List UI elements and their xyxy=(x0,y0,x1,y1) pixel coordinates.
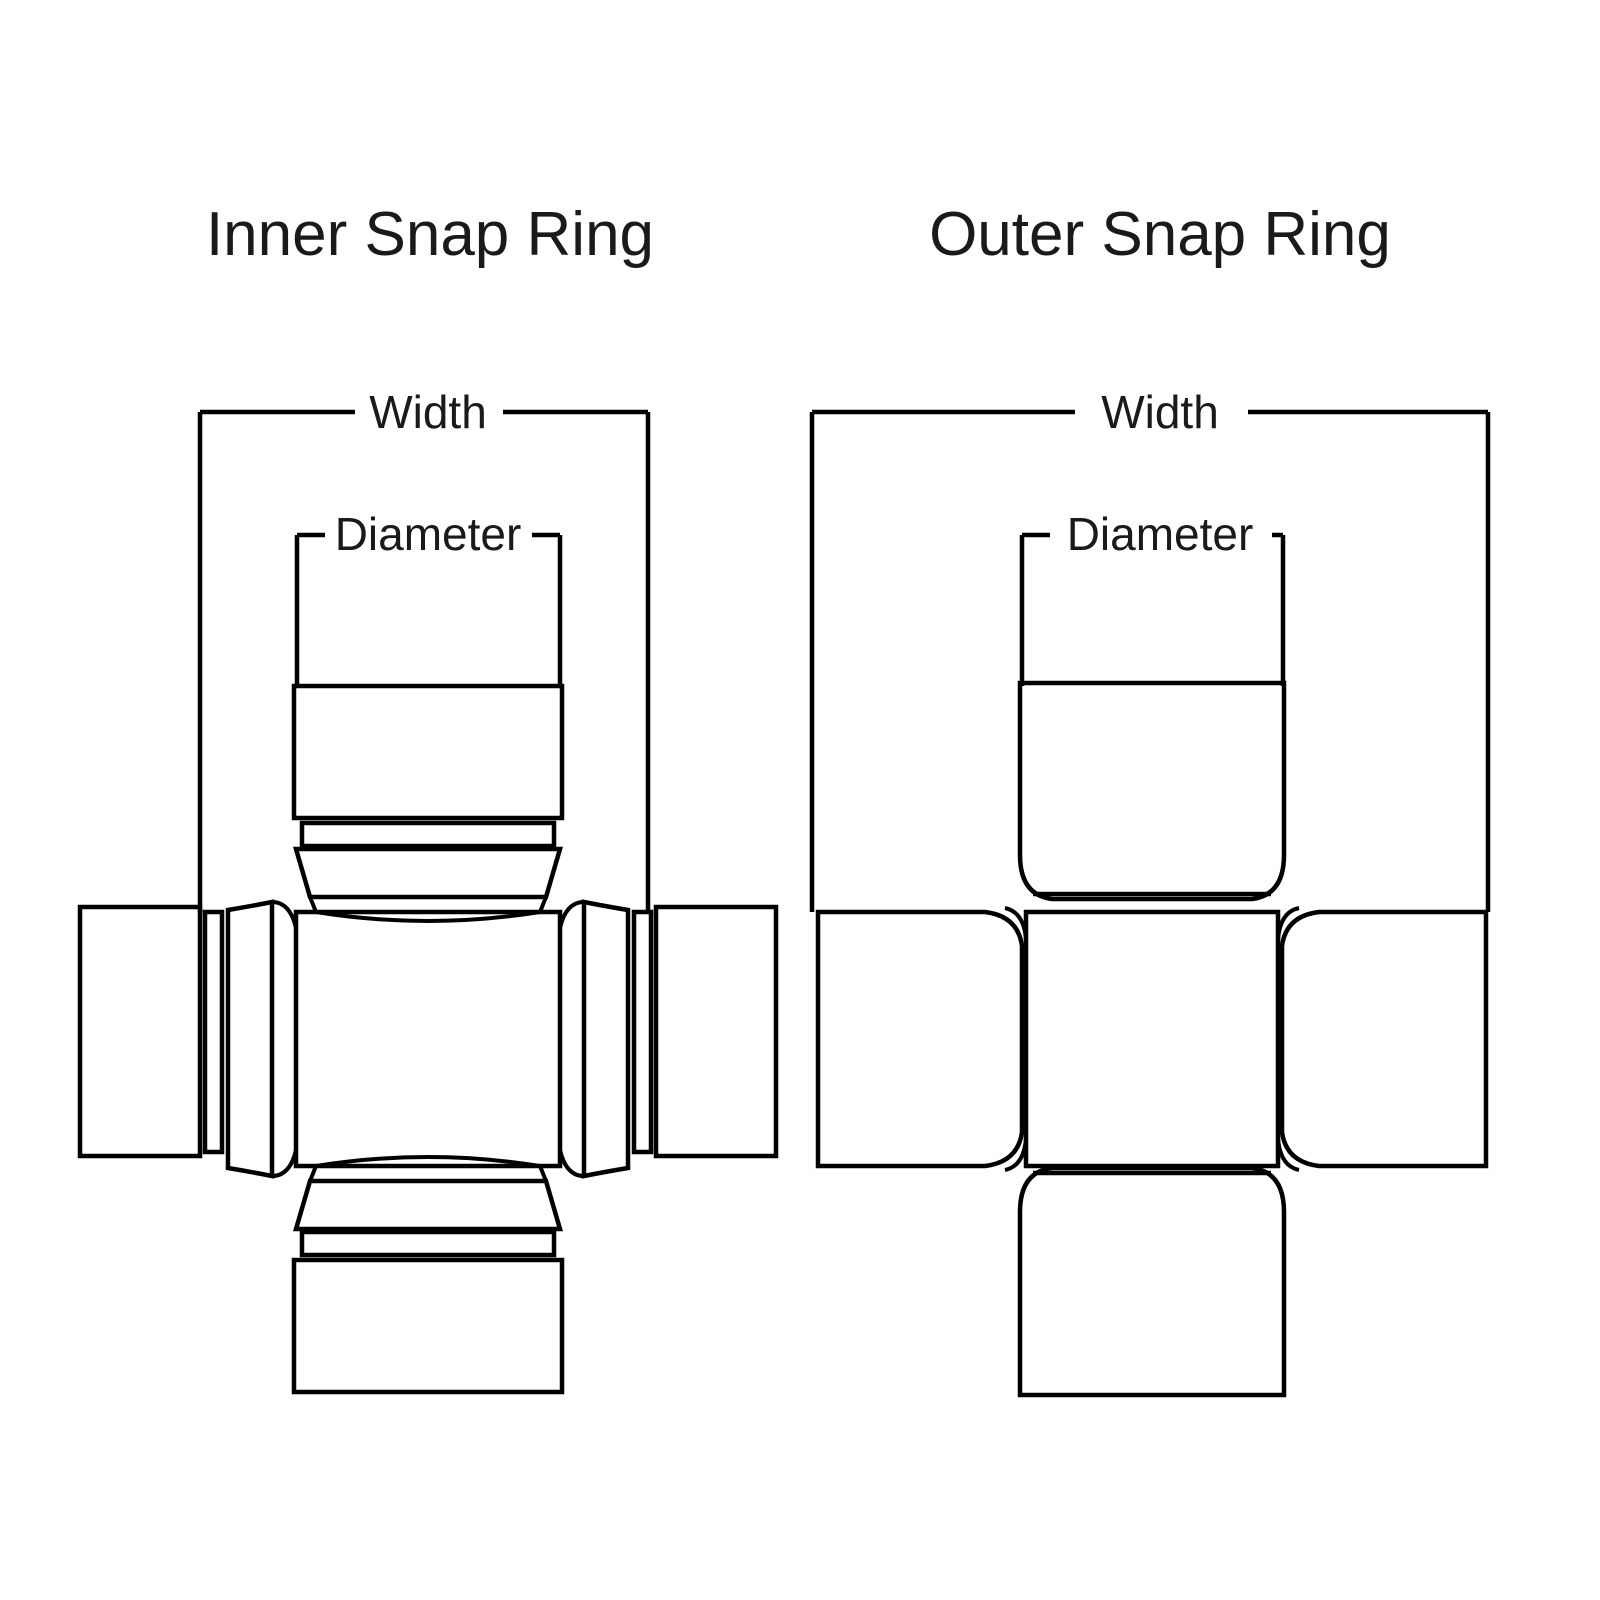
inner-left-bearing-cup xyxy=(225,899,275,1179)
outer-diameter-dimension: Diameter xyxy=(1019,508,1286,686)
inner-bottom-snap-ring-band xyxy=(299,1229,557,1258)
inner-width-label: Width xyxy=(369,386,487,438)
inner-top-bearing-cap xyxy=(291,683,565,821)
outer-snap-ring-diagram: Outer Snap Ring Width Diameter xyxy=(809,200,1491,1398)
inner-center-cross-body xyxy=(293,909,563,1169)
inner-diameter-label: Diameter xyxy=(335,508,522,560)
outer-snap-ring-title: Outer Snap Ring xyxy=(929,200,1391,269)
outer-top-bearing-cap xyxy=(1017,680,1287,902)
inner-top-yoke-taper xyxy=(293,846,563,900)
outer-right-arm xyxy=(1276,906,1489,1172)
inner-left-outer-cap xyxy=(77,904,203,1159)
inner-bottom-yoke-taper xyxy=(293,1178,563,1232)
inner-right-bearing-cup xyxy=(581,899,631,1179)
outer-width-dimension: Width xyxy=(809,386,1491,912)
outer-center-cross-body xyxy=(1023,909,1281,1169)
inner-left-shoulder-fillet xyxy=(271,900,298,1178)
outer-left-shoulder-fillet xyxy=(1004,906,1028,1172)
inner-right-shoulder-fillet xyxy=(558,900,585,1178)
inner-snap-ring-title: Inner Snap Ring xyxy=(206,200,654,269)
inner-snap-ring-diagram: Inner Snap Ring Width Diameter xyxy=(77,200,779,1395)
inner-left-snap-ring-slot xyxy=(202,909,225,1155)
inner-right-outer-cap xyxy=(653,904,779,1159)
outer-bottom-arm xyxy=(1017,1164,1287,1398)
inner-center-body xyxy=(293,909,563,1169)
inner-right-arm xyxy=(558,899,779,1179)
outer-left-bearing-cap xyxy=(815,909,1025,1169)
inner-top-yoke-base xyxy=(308,895,548,923)
inner-bottom-arm xyxy=(291,1155,565,1395)
outer-center-body xyxy=(1023,909,1281,1169)
inner-top-snap-ring-band xyxy=(299,820,557,849)
outer-bottom-bearing-cap xyxy=(1017,1165,1287,1398)
outer-diameter-label: Diameter xyxy=(1067,508,1254,560)
inner-right-snap-ring-slot xyxy=(631,909,654,1155)
inner-diameter-dimension: Diameter xyxy=(294,508,563,686)
outer-top-arm xyxy=(1017,680,1287,914)
inner-left-arm xyxy=(77,899,298,1179)
inner-bottom-bearing-cap xyxy=(291,1257,565,1395)
outer-right-shoulder-fillet xyxy=(1276,906,1300,1172)
inner-bottom-yoke-base xyxy=(308,1155,548,1183)
outer-right-bearing-cap xyxy=(1279,909,1489,1169)
inner-width-dimension: Width xyxy=(197,386,651,912)
outer-width-label: Width xyxy=(1101,386,1219,438)
outer-left-arm xyxy=(815,906,1028,1172)
inner-top-arm xyxy=(291,683,565,923)
